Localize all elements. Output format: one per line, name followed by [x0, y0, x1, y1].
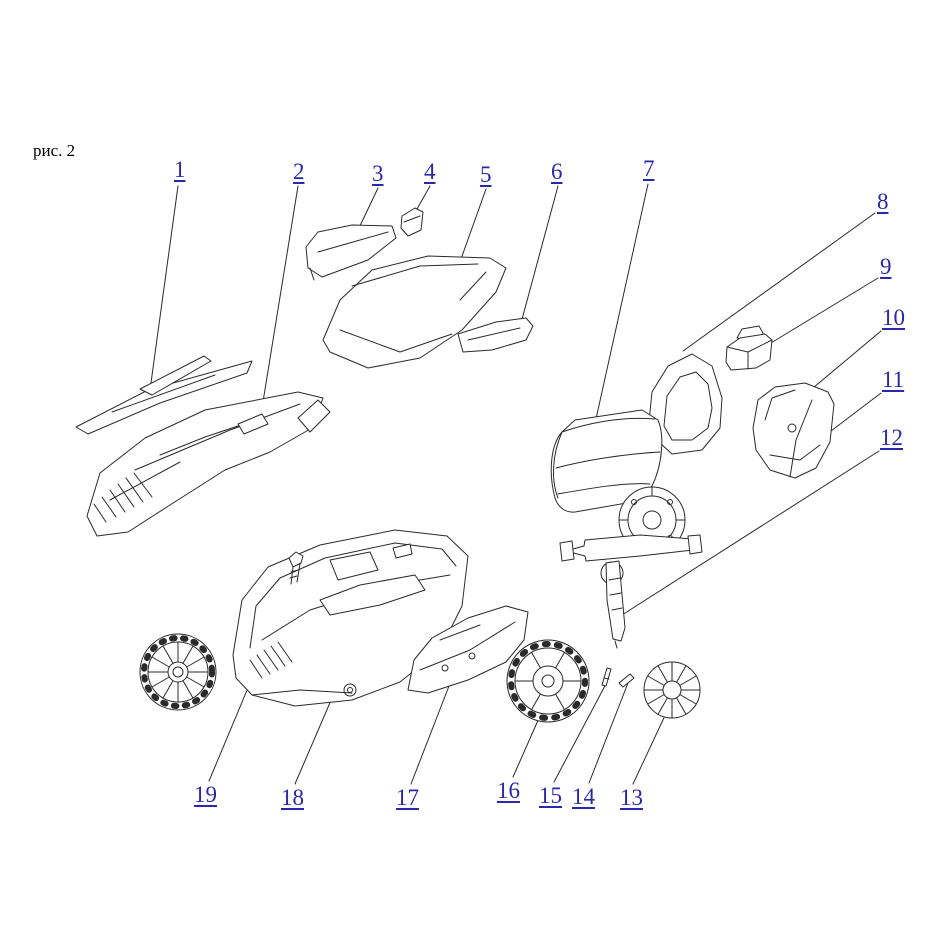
- part-7-motor-housing: [550, 409, 663, 513]
- callout-14: 14: [572, 784, 595, 809]
- callout-10: 10: [882, 305, 905, 330]
- part-6-bracket: [457, 317, 534, 353]
- callout-12: 12: [880, 425, 903, 450]
- part-3-small-cover: [305, 224, 397, 281]
- figure-label: рис. 2: [33, 141, 76, 160]
- callout-13: 13: [620, 785, 643, 810]
- callout-19: 19: [194, 782, 217, 807]
- callout-15: 15: [539, 783, 562, 808]
- part-8-gasket-ring: [647, 353, 723, 455]
- callout-7: 7: [643, 156, 655, 181]
- part-10-11-housing: [752, 382, 835, 479]
- part-9-switch-box: [725, 325, 773, 371]
- callout-6: 6: [551, 159, 563, 184]
- part-14-screw: [618, 673, 635, 688]
- part-15-pin: [601, 667, 612, 687]
- leader-lines: [149, 183, 882, 785]
- callout-18: 18: [281, 785, 304, 810]
- callout-4: 4: [424, 159, 436, 184]
- callout-11: 11: [882, 367, 905, 392]
- callout-5: 5: [480, 162, 492, 187]
- part-1-trim-strip: [75, 355, 253, 435]
- part-5-top-cover: [322, 255, 507, 369]
- callout-3: 3: [372, 161, 384, 186]
- callout-8: 8: [877, 189, 889, 214]
- part-16-wheel: [506, 639, 590, 723]
- callout-16: 16: [497, 778, 520, 803]
- part-19-screw: [288, 551, 304, 585]
- wheel-left: [139, 633, 217, 711]
- part-13-fan-hub: [643, 661, 701, 719]
- callout-9: 9: [880, 254, 892, 279]
- callout-2: 2: [293, 159, 305, 184]
- part-4-clip: [400, 207, 424, 237]
- callout-1: 1: [174, 157, 186, 182]
- part-17-lower-cover: [407, 605, 529, 694]
- part-2-upper-cover: [86, 391, 331, 537]
- callout-17: 17: [396, 785, 419, 810]
- part-12-motor-assembly: [559, 486, 703, 649]
